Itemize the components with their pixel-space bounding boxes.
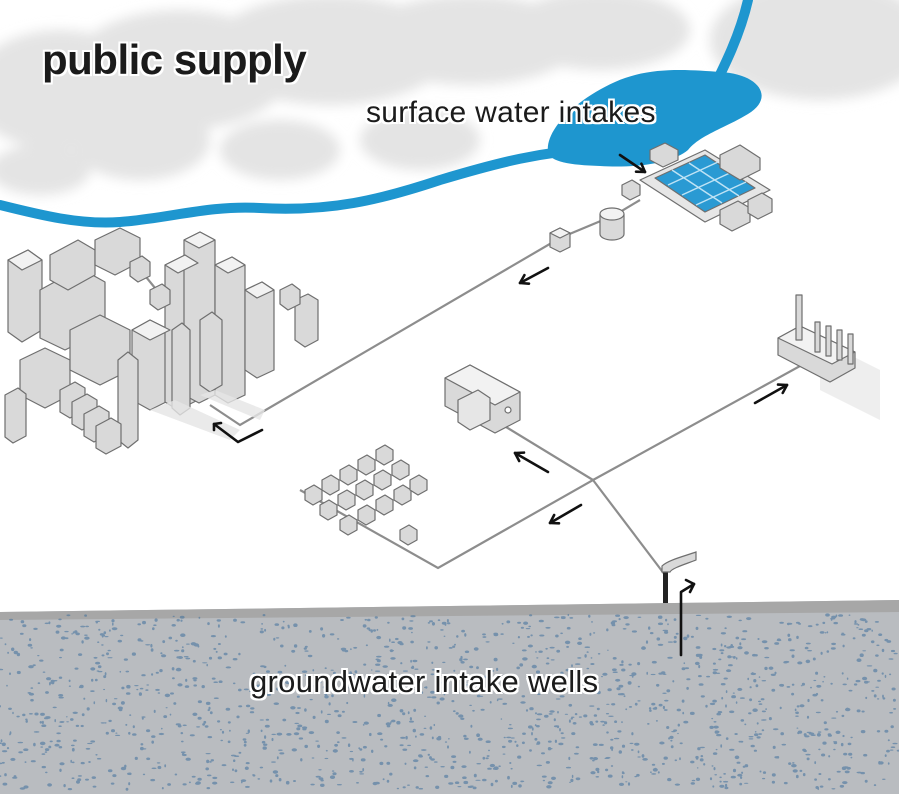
house-icon [339,464,358,486]
house-icon [357,504,376,526]
house-icon [337,489,356,511]
flow-arrow-icon [518,266,550,285]
groundwater-intake-wells-label: groundwater intake wells [250,664,599,699]
flow-arrow-icon [548,503,583,525]
industrial-factory-icon [777,294,880,420]
house-icon [304,484,323,506]
flow-arrow-icon [753,383,789,405]
house-icon [375,494,394,516]
house-icon [319,499,338,521]
flow-arrows [212,153,789,657]
house-icon [339,514,358,536]
house-icon [399,524,418,546]
page-title: public supply [42,36,307,83]
residential-houses-icon [304,444,428,546]
house-icon [409,474,428,496]
city-icon [4,227,319,455]
flow-arrow-icon [618,153,647,174]
flow-arrow-icon [513,451,550,474]
commercial-building-icon [444,364,521,434]
lake-icon [547,70,762,167]
house-icon [321,474,340,496]
storage-tank-icon [599,207,625,241]
house-icon [391,459,410,481]
house-icon [375,444,394,466]
house-icon [355,479,374,501]
aquifer [0,600,899,794]
pump-house-icon [549,227,571,253]
house-icon [393,484,412,506]
treatment-plant-icon [621,142,773,232]
flow-arrow-icon [212,422,264,444]
house-icon [373,469,392,491]
surface-water-intakes-label: surface water intakes [366,96,656,129]
cloud-icon [0,0,899,195]
flow-arrow-icon [679,582,696,657]
house-icon [357,454,376,476]
